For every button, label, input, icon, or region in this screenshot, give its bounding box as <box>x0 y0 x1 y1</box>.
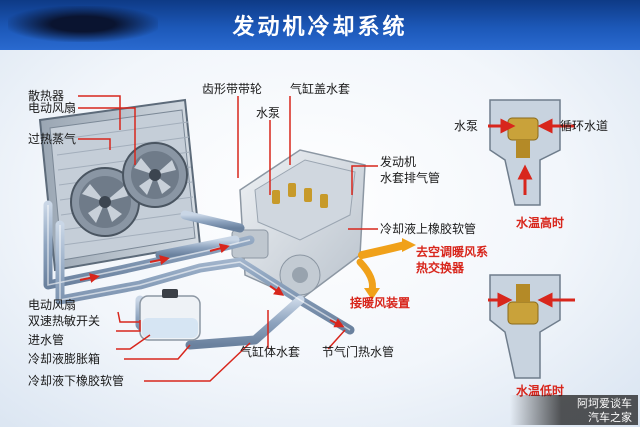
electric-fan-left <box>70 167 140 237</box>
label-superheated-steam: 过热蒸气 <box>28 132 77 146</box>
label-detail-pump: 水泵 <box>454 119 479 133</box>
label-upper-hose: 冷却液上橡胶软管 <box>380 222 477 236</box>
expansion-tank <box>139 289 201 341</box>
label-water-pump: 水泵 <box>256 106 281 120</box>
thermostat-low-temp <box>488 274 575 379</box>
watermark-line-2: 汽车之家 <box>588 411 632 424</box>
diagram-title: 发动机冷却系统 <box>232 15 408 40</box>
flow-arrows <box>79 243 345 328</box>
label-temp-high: 水温高时 <box>516 216 565 230</box>
engine-block <box>231 149 366 301</box>
label-fan-switch-2: 双速热敏开关 <box>28 314 101 328</box>
label-electric-fan: 电动风扇 <box>28 101 77 115</box>
label-block-water-jacket: 气缸体水套 <box>240 345 301 359</box>
label-heat-exchanger: 热交换器 <box>416 261 465 275</box>
watermark: 阿坷爱谈车 汽车之家 <box>510 395 638 425</box>
label-detail-channel: 循环水道 <box>560 119 609 133</box>
label-expansion-tank: 冷却液膨胀箱 <box>28 352 101 366</box>
watermark-line-1: 阿坷爱谈车 <box>577 397 632 410</box>
label-engine: 发动机 <box>380 155 417 169</box>
label-ac-heater-system: 去空调暖风系 <box>416 245 489 259</box>
label-inlet-pipe: 进水管 <box>28 333 65 347</box>
label-throttle-hot-water-pipe: 节气门热水管 <box>322 345 395 359</box>
thermostat-high-temp <box>488 99 575 206</box>
electric-fan-right <box>122 142 188 208</box>
blurred-logo <box>8 6 158 42</box>
label-radiator: 散热器 <box>28 89 65 103</box>
heater-arrows <box>356 238 416 300</box>
label-jacket-exhaust-pipe: 水套排气管 <box>380 171 441 185</box>
label-lower-hose: 冷却液下橡胶软管 <box>28 374 125 388</box>
title-bar: 发动机冷却系统 <box>0 0 640 50</box>
leader-lines <box>78 95 378 382</box>
label-head-water-jacket: 气缸盖水套 <box>290 82 351 96</box>
label-heater-connection: 接暖风装置 <box>350 296 411 310</box>
label-fan-switch-1: 电动风扇 <box>28 298 77 312</box>
label-gear-pulley: 齿形带带轮 <box>202 82 263 96</box>
label-temp-low: 水温低时 <box>516 384 565 398</box>
